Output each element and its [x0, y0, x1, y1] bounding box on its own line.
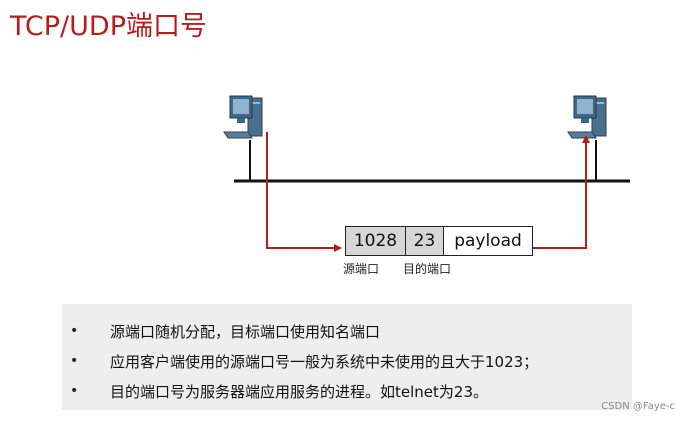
bullet: •: [70, 383, 79, 399]
note-text: 应用客户端使用的源端口号一般为系统中未使用的且大于1023；: [110, 352, 539, 371]
bullet: •: [70, 353, 79, 369]
destination-port-field: 23: [406, 227, 444, 255]
list-item: • 目的端口号为服务器端应用服务的进程。如telnet为23。: [62, 376, 632, 406]
notes-box: • 源端口随机分配，目标端口使用知名端口 • 应用客户端使用的源端口号一般为系统…: [62, 304, 632, 410]
packet-header: 1028 23 payload: [345, 226, 533, 256]
network-diagram: [223, 95, 630, 252]
payload-field: payload: [444, 227, 532, 255]
computer-icon: [223, 95, 263, 139]
computer-icon: [567, 95, 607, 139]
source-port-caption: 源端口: [343, 262, 380, 276]
outgoing-arrow: [266, 132, 342, 252]
page-title: TCP/UDP端口号: [10, 11, 207, 42]
source-port-field: 1028: [346, 227, 406, 255]
note-text: 目的端口号为服务器端应用服务的进程。如telnet为23。: [110, 382, 488, 401]
bullet: •: [70, 323, 79, 339]
list-item: • 源端口随机分配，目标端口使用知名端口: [62, 316, 632, 346]
note-text: 源端口随机分配，目标端口使用知名端口: [110, 322, 381, 341]
list-item: • 应用客户端使用的源端口号一般为系统中未使用的且大于1023；: [62, 346, 632, 376]
watermark: CSDN @Faye-c: [601, 401, 675, 412]
destination-port-caption: 目的端口: [403, 262, 452, 276]
incoming-arrow: [533, 135, 590, 249]
